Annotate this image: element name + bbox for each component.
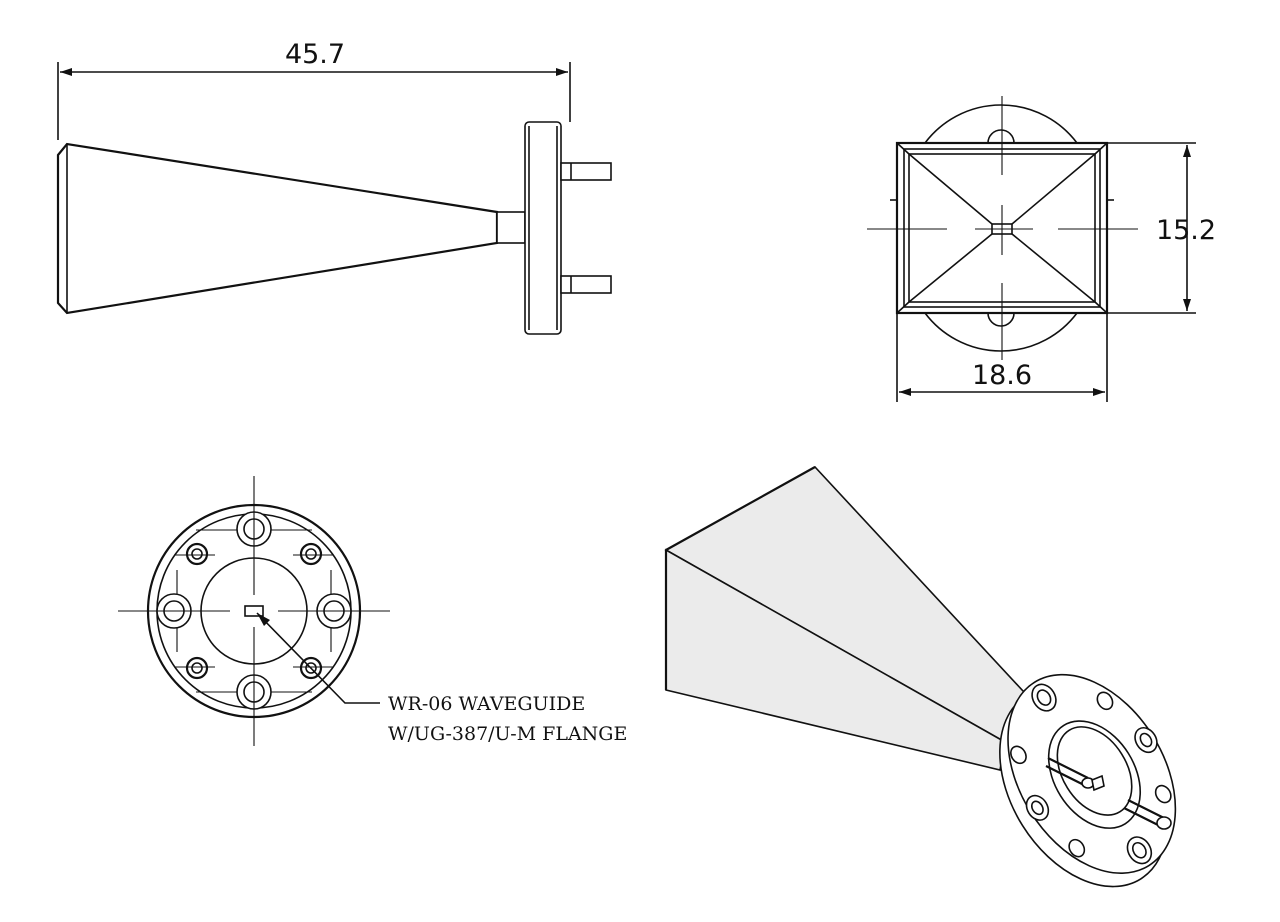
dimension-height-label: 15.2 (1156, 215, 1216, 246)
horn-edge-diagonal (908, 233, 993, 303)
horn-edge-diagonal (908, 153, 993, 225)
pin-arc-bottom (987, 312, 1015, 327)
bolt-hole (185, 656, 209, 680)
alignment-pin-bottom (560, 275, 612, 294)
dimension-width-label: 18.6 (972, 360, 1032, 391)
alignment-pin-top (560, 162, 612, 181)
flange-behind-top (923, 104, 1079, 144)
flange-iso (999, 673, 1177, 888)
horn-edge-diagonal (1011, 153, 1096, 225)
bolt-hole (299, 542, 323, 566)
centerlines-flange (118, 476, 390, 746)
bolt-hole (299, 656, 323, 680)
flange-behind-bottom (923, 312, 1079, 352)
flange-side (524, 121, 562, 335)
side-view: 45.7 (56, 39, 612, 335)
centerlines-front (867, 96, 1138, 360)
front-view: 15.2 18.6 (867, 96, 1216, 402)
dimension-length-label: 45.7 (285, 39, 345, 70)
iso-waveguide-aperture (1091, 774, 1105, 792)
bolt-hole (185, 542, 209, 566)
horn-edge-diagonal (1011, 233, 1096, 303)
callout-line-1: WR-06 WAVEGUIDE (388, 693, 585, 715)
flange-view: WR-06 WAVEGUIDE W/UG-387/U-M FLANGE (118, 476, 627, 746)
horn-body (56, 142, 499, 315)
callout-leader (256, 612, 380, 704)
waveguide-aperture (244, 605, 264, 617)
pin-arc-top (987, 129, 1015, 144)
waveguide-stub (496, 211, 526, 244)
iso-pin-upper (1047, 757, 1089, 779)
isometric-view (664, 465, 1177, 888)
callout-line-2: W/UG-387/U-M FLANGE (388, 723, 627, 745)
iso-pin-lower (1127, 799, 1165, 819)
